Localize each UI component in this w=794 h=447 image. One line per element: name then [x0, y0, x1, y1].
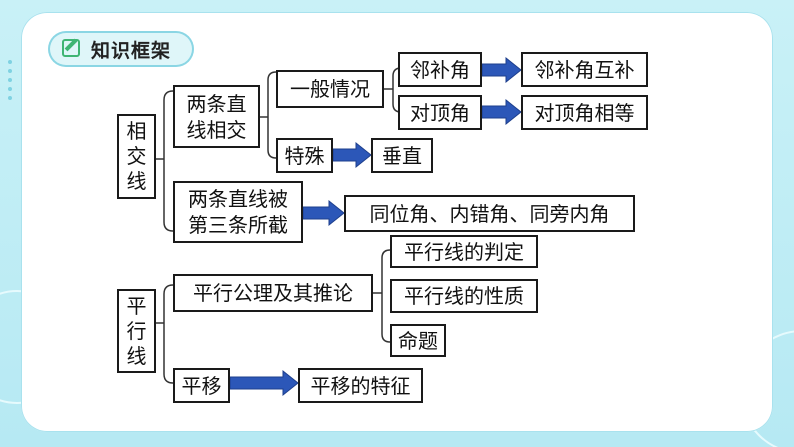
- node-parallel-lines: 平行线: [117, 289, 156, 373]
- arrow-adjacent: [481, 56, 522, 84]
- section-title: 知识框架: [91, 40, 172, 62]
- node-parallel-judgement: 平行线的判定: [390, 235, 538, 268]
- node-translation: 平移: [173, 368, 230, 403]
- node-parallel-axiom: 平行公理及其推论: [173, 274, 373, 312]
- arrow-translation: [229, 369, 299, 397]
- bracket-parallel: [163, 284, 174, 384]
- node-special: 特殊: [276, 138, 333, 173]
- bracket-intersect: [163, 90, 174, 232]
- node-proposition: 命题: [390, 324, 446, 357]
- node-adjacent-supplementary-angle: 邻补角: [398, 52, 482, 87]
- node-vertical-angle: 对顶角: [398, 95, 482, 130]
- arrow-special: [332, 141, 372, 169]
- bracket-axiom: [381, 249, 391, 343]
- decor-dots-left: [6, 60, 14, 105]
- bracket-general: [392, 67, 402, 113]
- node-parallel-properties: 平行线的性质: [390, 279, 538, 313]
- arrow-vertical: [481, 98, 522, 126]
- node-general-case: 一般情况: [276, 70, 384, 108]
- node-two-lines-cut-by-third: 两条直线被第三条所截: [173, 181, 303, 243]
- node-perpendicular: 垂直: [371, 138, 433, 173]
- node-two-lines-intersect: 两条直线相交: [173, 85, 260, 148]
- bracket-two-lines: [267, 71, 277, 159]
- node-adjacent-supplementary-mutual: 邻补角互补: [521, 52, 648, 87]
- node-intersecting-lines: 相交线: [117, 114, 156, 199]
- node-translation-features: 平移的特征: [298, 368, 423, 403]
- node-vertical-angles-equal: 对顶角相等: [521, 95, 648, 130]
- node-angle-types: 同位角、内错角、同旁内角: [344, 195, 635, 232]
- pencil-note-icon: [62, 39, 80, 57]
- arrow-cut: [302, 199, 345, 227]
